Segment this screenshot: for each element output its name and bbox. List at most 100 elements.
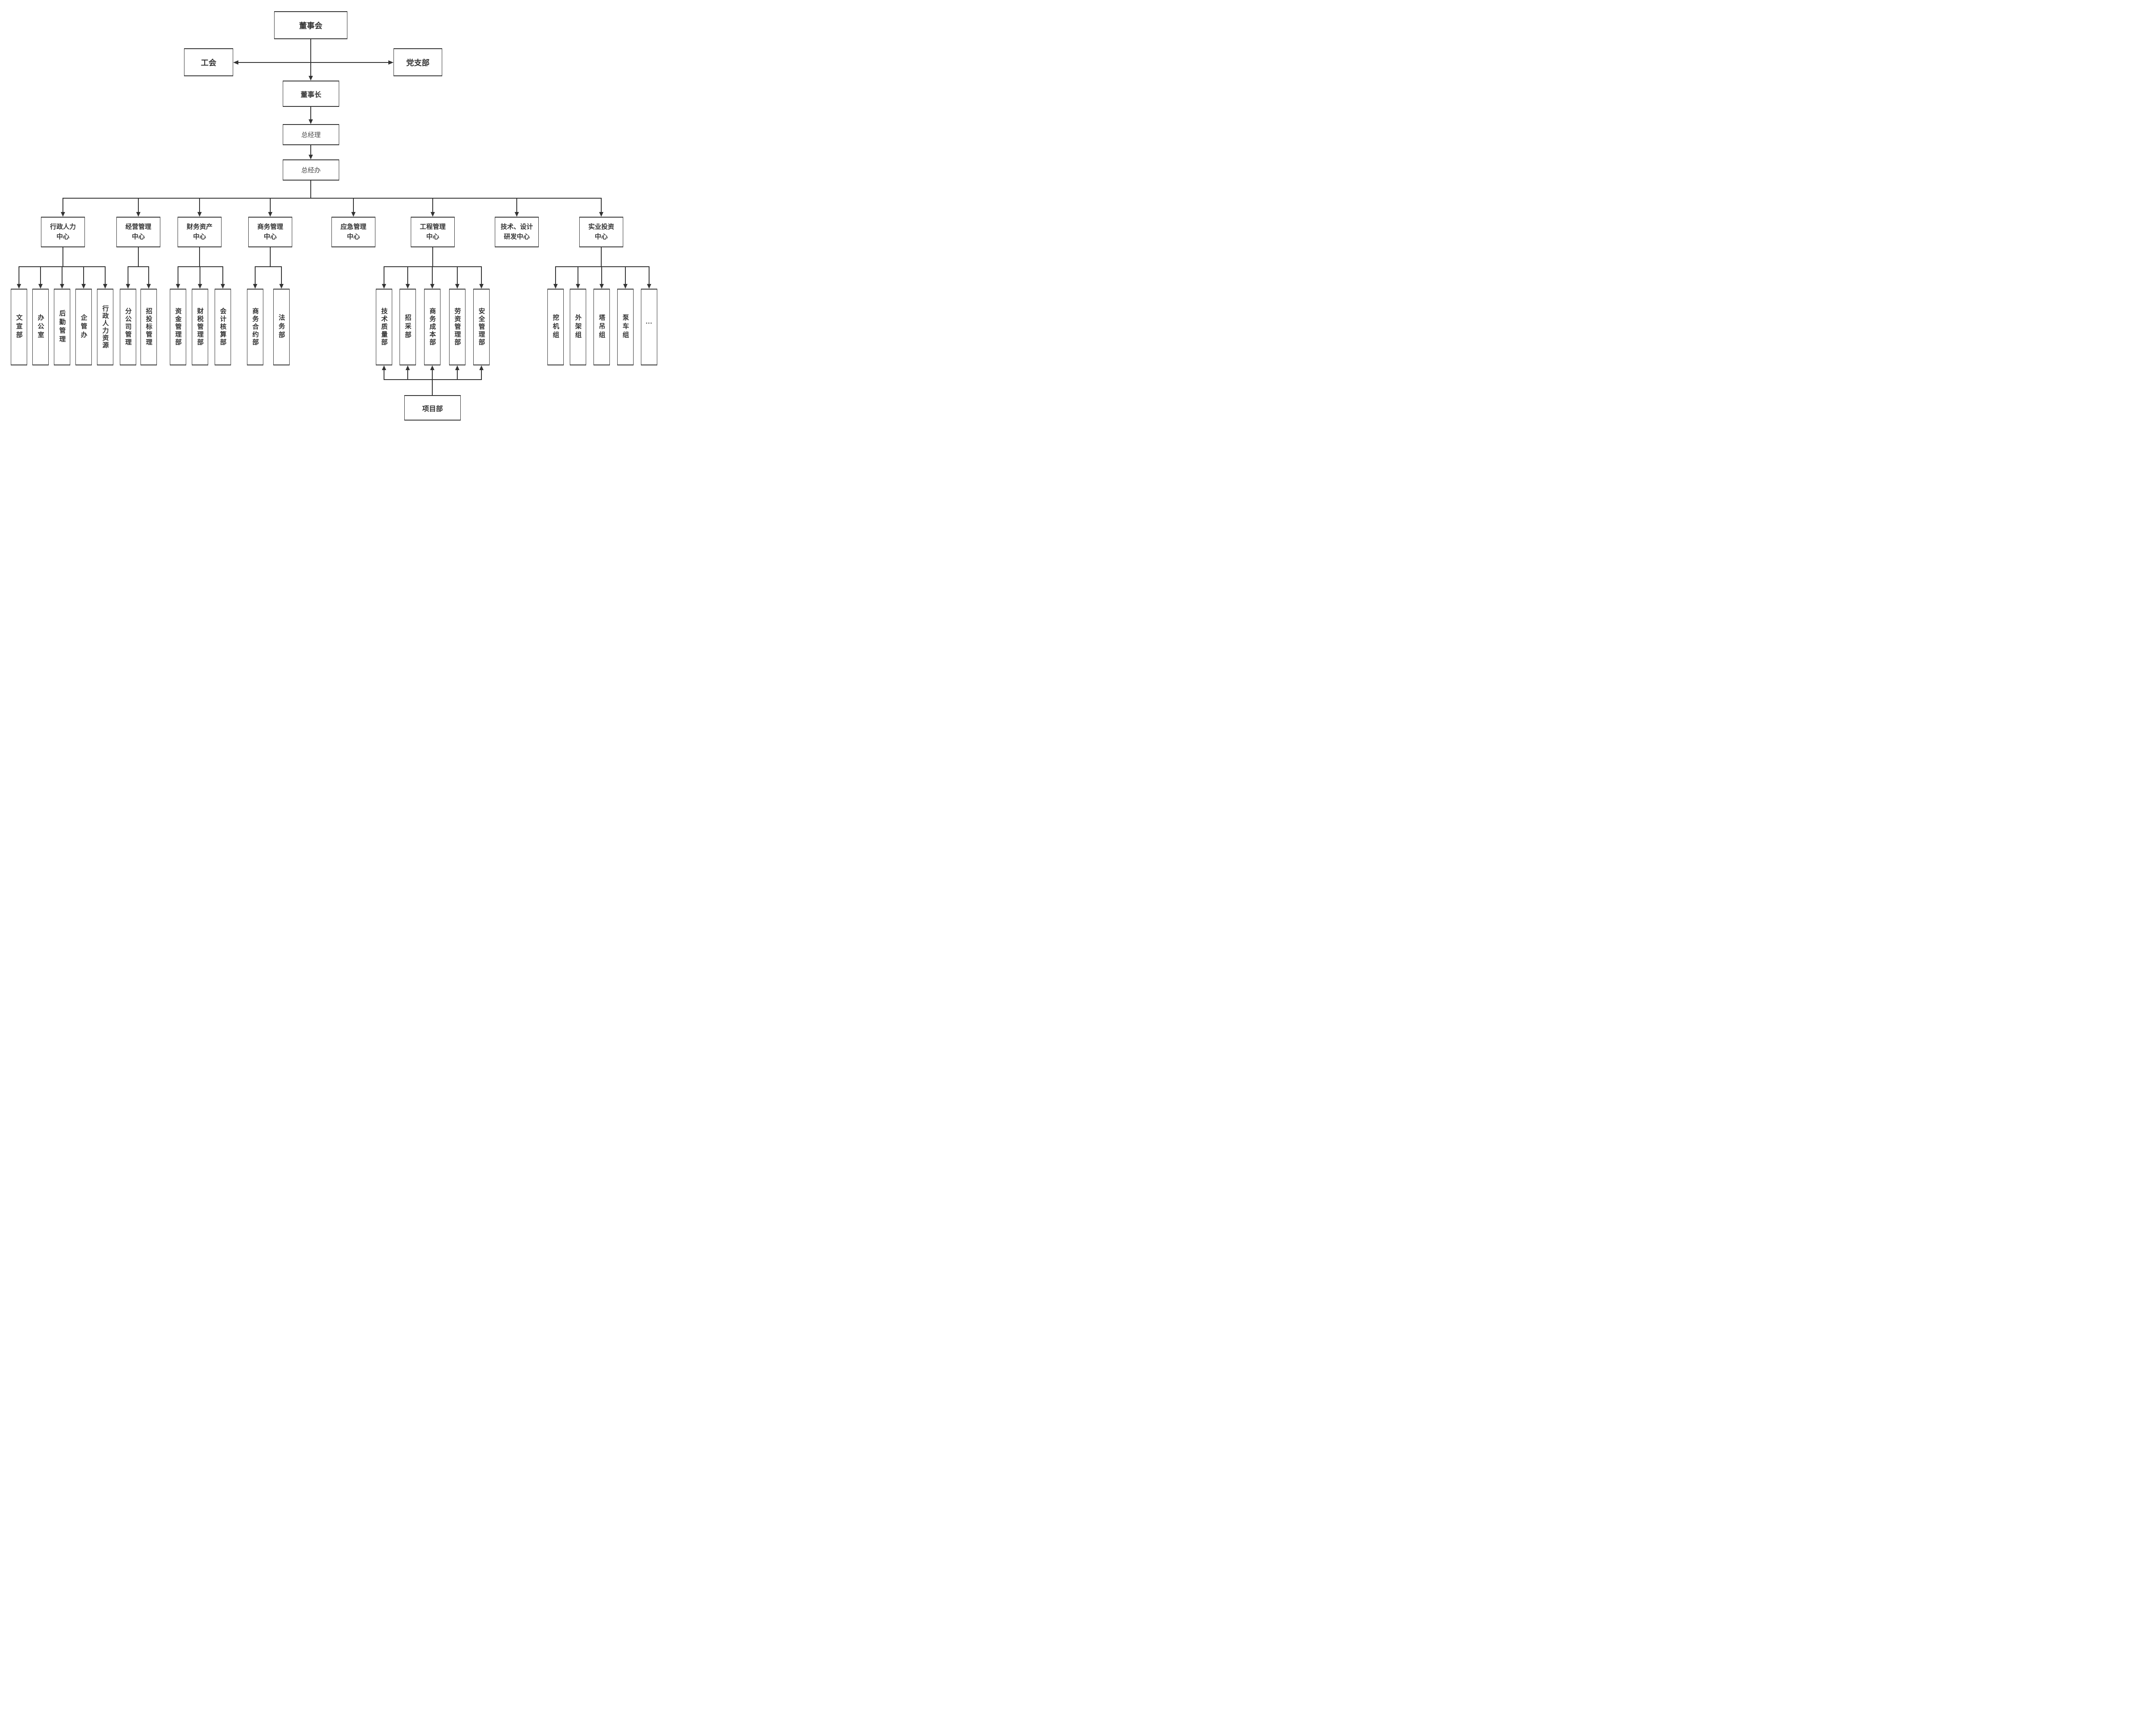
arrowhead-down-icon [253,284,257,289]
arrowhead-down-icon [126,284,130,289]
connector-drop [281,267,282,284]
arrowhead-down-icon [382,284,386,289]
node-dept-fengongsi[interactable]: 分公司管理 [120,289,136,365]
node-center-admin-hr[interactable]: 行政人力 中心 [41,217,85,247]
arrowhead-down-icon [479,284,484,289]
arrowhead-right-icon [388,60,394,65]
arrowhead-down-icon [38,284,43,289]
connector-parent-drop [199,247,200,267]
node-dept-waijia[interactable]: 外架组 [570,289,586,365]
arrowhead-down-icon [553,284,558,289]
node-label: 文宣部 [15,314,23,340]
node-label: 招投标管理 [145,308,153,346]
arrowhead-up-icon [430,365,434,370]
arrowhead-down-icon [623,284,628,289]
connector-up [481,370,482,380]
group-bus-line [255,266,282,267]
node-labor-union[interactable]: 工会 [184,48,233,76]
node-label: 挖机组 [552,314,559,340]
node-gm-office[interactable]: 总经办 [283,159,339,181]
node-label: 商务管理 中心 [257,223,283,240]
node-label: 行政人力资源 [101,305,109,349]
node-dept-zijin[interactable]: 资金管理部 [170,289,186,365]
node-center-engineering[interactable]: 工程管理 中心 [411,217,455,247]
node-center-emergency[interactable]: 应急管理 中心 [331,217,375,247]
arrowhead-down-icon [431,212,435,217]
connector-project-bus [432,380,433,395]
node-center-tech-design-rd[interactable]: 技术、设计 研发中心 [495,217,539,247]
node-dept-zhaotoubiao[interactable]: 招投标管理 [141,289,157,365]
node-label: 商务成本部 [428,308,436,346]
node-dept-houqin[interactable]: 后勤管理 [54,289,70,365]
node-dept-kuaiji[interactable]: 会计核算部 [215,289,231,365]
node-dept-zhaocai[interactable]: 招采部 [400,289,416,365]
node-label: 法务部 [278,314,285,340]
node-label: 行政人力 中心 [50,223,76,240]
node-label: 技术、设计 研发中心 [500,223,533,240]
arrowhead-down-icon [430,284,434,289]
project-bus-line [384,379,482,380]
connector-parent-drop [270,247,271,267]
node-dept-more[interactable]: ... [641,289,657,365]
connector-drop [601,267,602,284]
node-dept-fawu[interactable]: 法务部 [273,289,290,365]
node-center-industrial-investment[interactable]: 实业投资 中心 [579,217,623,247]
node-dept-qiguanban[interactable]: 企管办 [75,289,92,365]
node-general-manager[interactable]: 总经理 [283,124,339,145]
group-bus-line [19,266,106,267]
node-label: 商务合约部 [251,308,259,346]
node-dept-laozi[interactable]: 劳资管理部 [449,289,465,365]
group-bus-line [555,266,650,267]
node-dept-tadiao[interactable]: 塔吊组 [593,289,610,365]
node-label: 办公室 [37,314,44,340]
connector-drop [83,267,84,284]
arrowhead-up-icon [479,365,484,370]
node-chairman[interactable]: 董事长 [283,81,339,107]
node-center-business[interactable]: 商务管理 中心 [248,217,292,247]
node-label: 后勤管理 [58,310,66,344]
node-project-dept[interactable]: 项目部 [404,395,461,421]
node-label: 实业投资 中心 [588,223,614,240]
arrowhead-down-icon [17,284,21,289]
node-dept-bangongshi[interactable]: 办公室 [32,289,49,365]
node-dept-waji[interactable]: 挖机组 [547,289,564,365]
node-dept-wenxuan[interactable]: 文宣部 [11,289,27,365]
node-center-operations[interactable]: 经营管理 中心 [116,217,160,247]
node-dept-xingzheng-renli[interactable]: 行政人力资源 [97,289,113,365]
node-label: 会计核算部 [219,308,227,346]
node-label: 企管办 [80,314,87,340]
node-dept-shangwu-chengben[interactable]: 商务成本部 [424,289,440,365]
group-bus-line [128,266,149,267]
connector-up [457,370,458,380]
node-label: ... [646,318,653,325]
arrowhead-up-icon [455,365,459,370]
arrowhead-up-icon [406,365,410,370]
connector-drop [148,267,149,284]
arrowhead-down-icon [309,155,313,159]
arrowhead-down-icon [103,284,107,289]
connector-parent-drop [432,247,433,267]
connector-parent-drop [138,247,139,267]
node-board-of-directors[interactable]: 董事会 [274,11,347,39]
node-party-branch[interactable]: 党支部 [394,48,442,76]
node-label: 泵车组 [622,314,629,340]
node-dept-jishu-zhiliang[interactable]: 技术质量部 [376,289,392,365]
node-label: 财务资产 中心 [186,223,212,240]
connector-drop [649,267,650,284]
node-dept-shangwu-heyue[interactable]: 商务合约部 [247,289,263,365]
node-center-finance-assets[interactable]: 财务资产 中心 [178,217,222,247]
node-label: 经营管理 中心 [125,223,151,240]
arrowhead-down-icon [198,284,202,289]
arrowhead-down-icon [176,284,180,289]
connector-up [432,370,433,380]
node-label: 招采部 [404,314,412,340]
connector-parent-drop [62,247,63,267]
connector-drop [481,267,482,284]
node-dept-caishui[interactable]: 财税管理部 [192,289,208,365]
node-dept-anquan[interactable]: 安全管理部 [473,289,490,365]
node-dept-bengche[interactable]: 泵车组 [617,289,634,365]
connector-chairman-gm [310,107,311,119]
arrowhead-down-icon [279,284,284,289]
connector-drop [199,199,200,212]
node-label: 党支部 [406,58,430,67]
